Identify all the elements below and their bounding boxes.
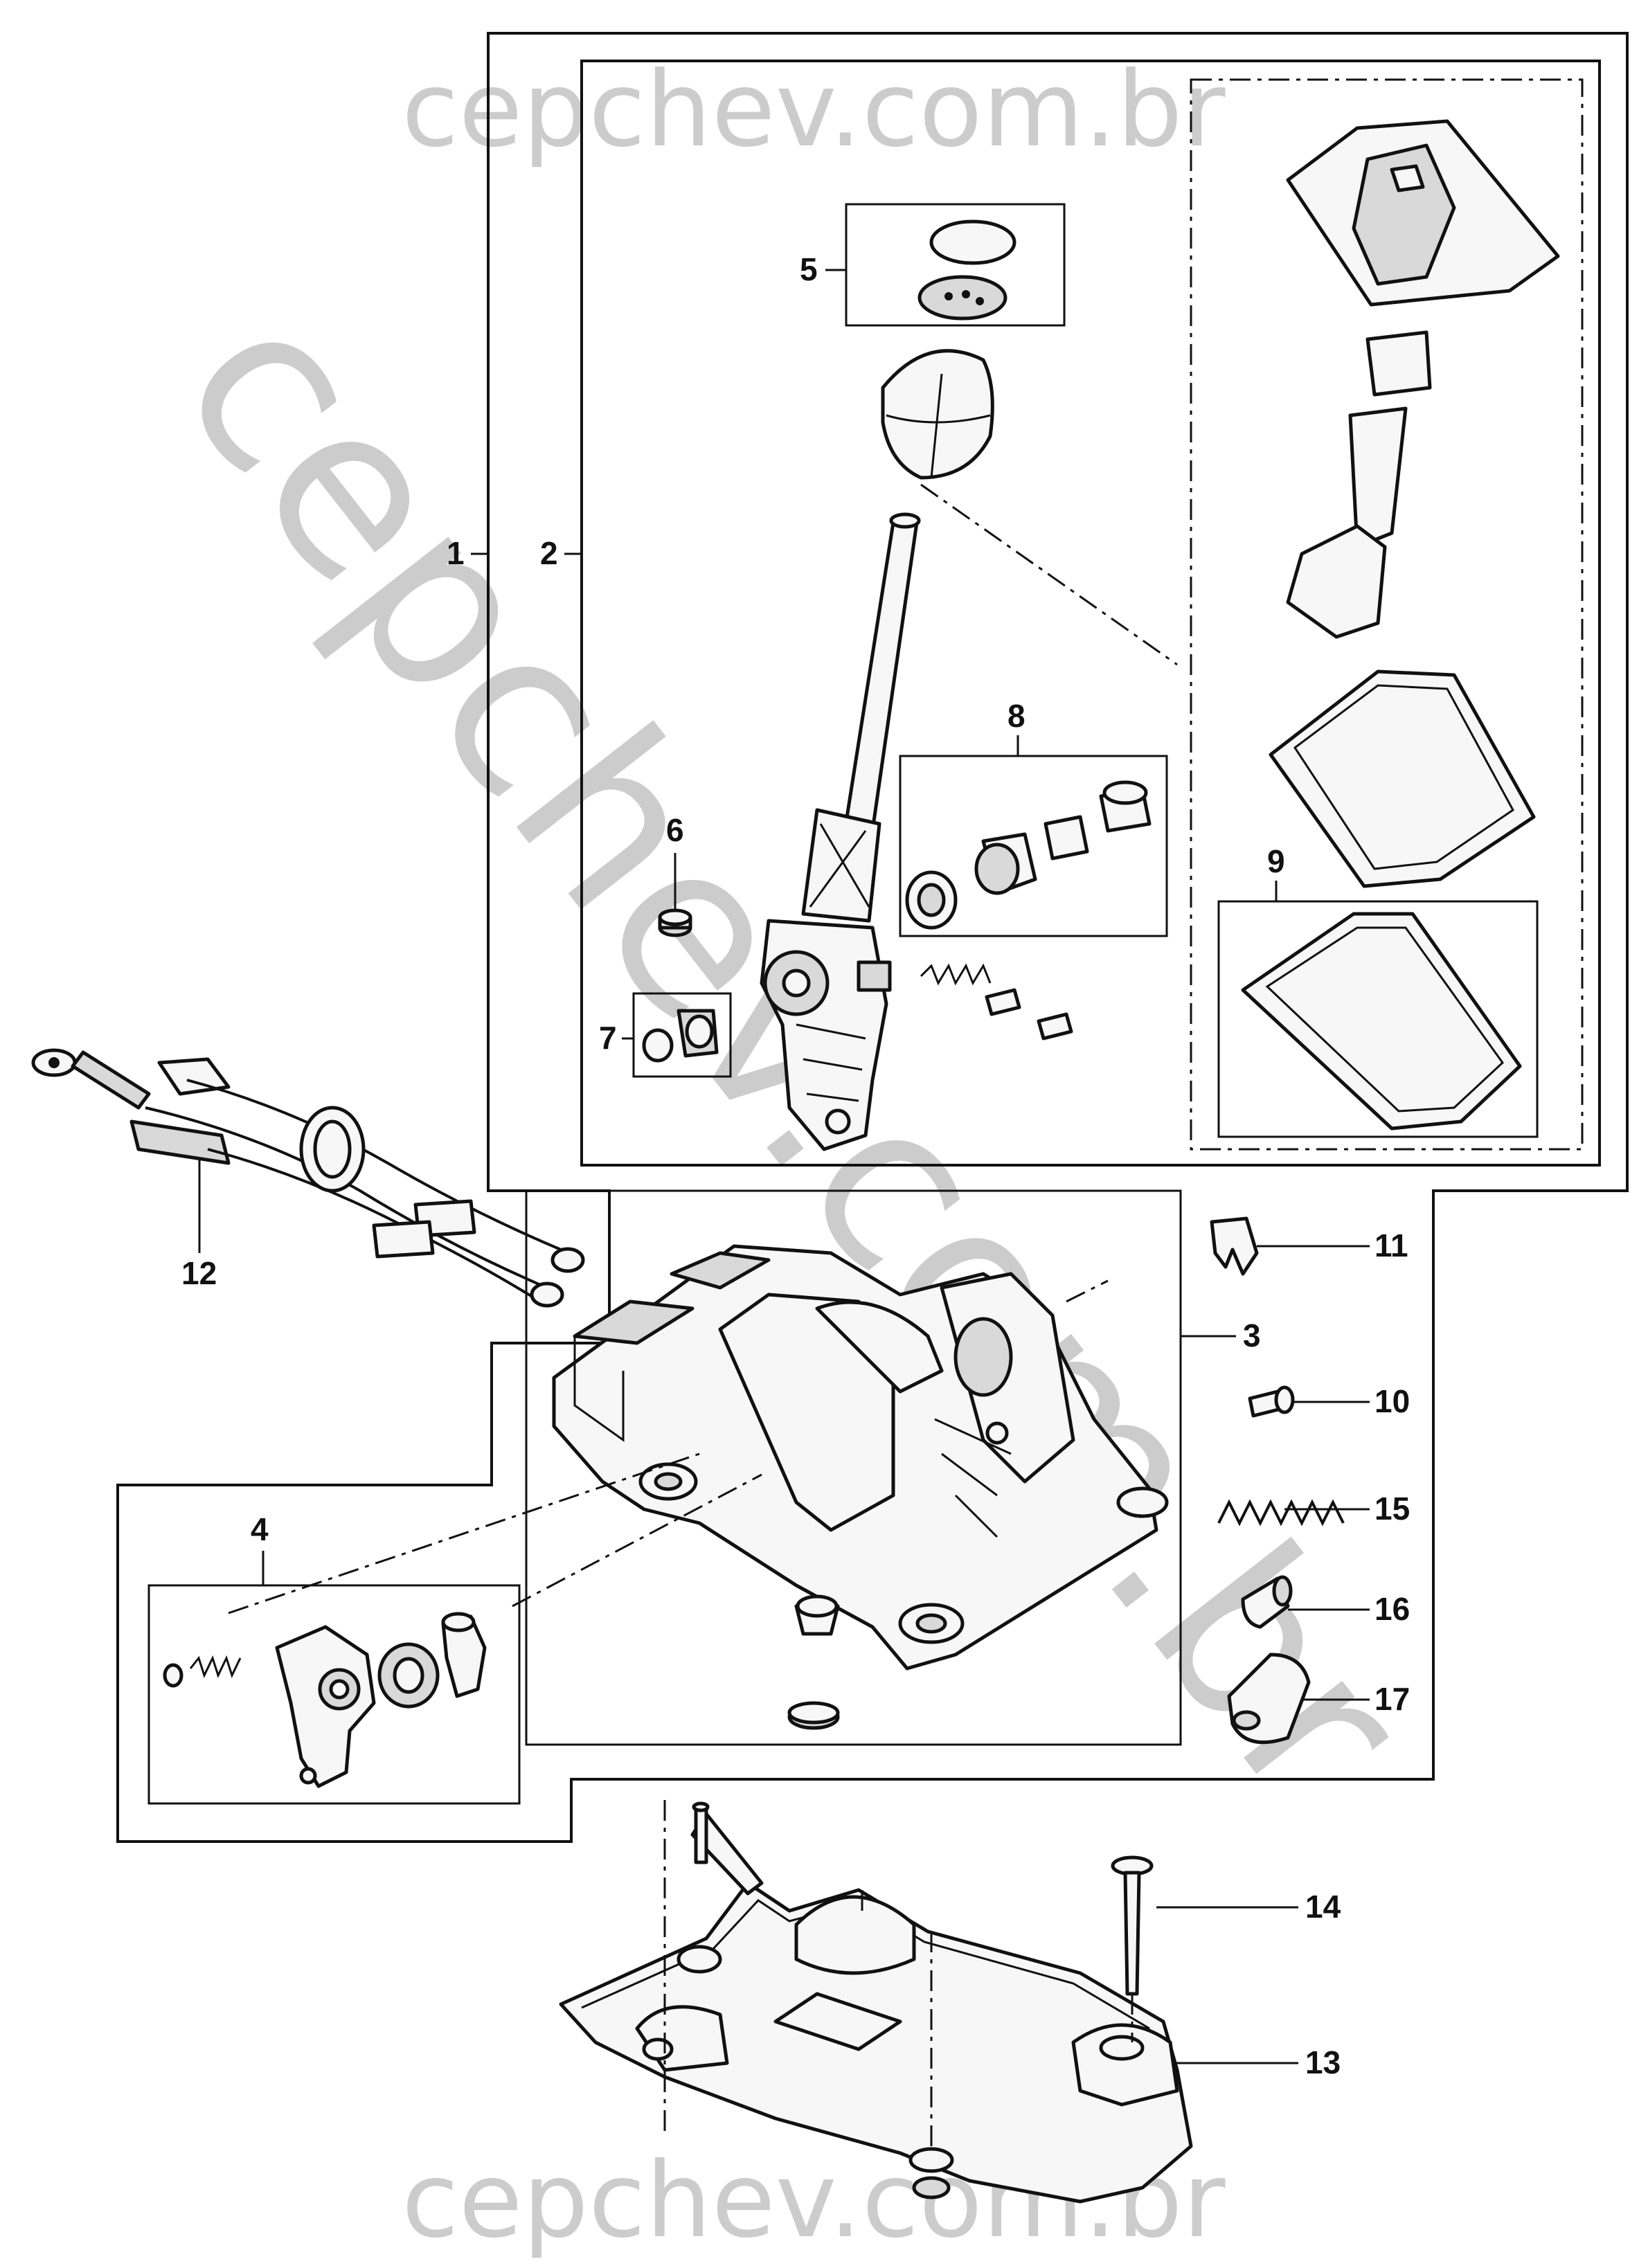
callout-11: 11: [1374, 1227, 1408, 1263]
callout-2: 2: [540, 535, 558, 571]
shift-boot: [1286, 119, 1560, 307]
watermark-top: cepchev.com.br: [402, 50, 1226, 170]
boot-frame: [1269, 669, 1536, 888]
part-11-clip: [1210, 1216, 1259, 1276]
part-5-knob-caps: [845, 203, 1066, 327]
boot-inner-sleeve: [1286, 330, 1432, 639]
callout-5: 5: [800, 251, 818, 287]
part-17-rubber-cap: [1227, 1653, 1311, 1745]
callout-15: 15: [1374, 1491, 1410, 1527]
part-6-cap: [658, 908, 692, 937]
part-4-selector-arm: [147, 1584, 521, 1805]
boot-group-boundary: [1190, 78, 1584, 1151]
shift-knob: [881, 349, 994, 480]
lever-axis-line: [920, 483, 1178, 666]
callout-8: 8: [1007, 698, 1025, 734]
callout-1: 1: [447, 535, 465, 571]
part-10-screw: [1248, 1385, 1295, 1418]
callout-7: 7: [599, 1020, 617, 1056]
part-12-shift-cables: [31, 1048, 585, 1308]
part-9-trim-frame: [1217, 900, 1539, 1138]
callout-10: 10: [1374, 1383, 1410, 1419]
callout-13: 13: [1305, 2044, 1341, 2080]
alignment-line-a: [228, 1452, 700, 1614]
part-7-bushing: [632, 992, 732, 1078]
callout-3: 3: [1243, 1317, 1261, 1353]
detent-spring-pins: [920, 963, 1073, 1041]
callout-17: 17: [1374, 1681, 1410, 1717]
callout-12: 12: [181, 1255, 217, 1291]
assembly-2-outline: [580, 60, 1601, 1167]
shift-lever: [760, 512, 921, 1151]
alignment-line-b: [512, 1473, 762, 1608]
callout-9: 9: [1267, 843, 1285, 879]
callout-labels: 1 2 3 4 5 6 7 8 9 10 11 12 13 14 15 16 1…: [181, 251, 1410, 2080]
callout-6: 6: [666, 812, 684, 848]
part-3-shifter-housing: [525, 1189, 1182, 1746]
part-15-spring: [1217, 1499, 1345, 1527]
alignment-line-c: [1066, 1279, 1109, 1303]
callout-4: 4: [251, 1511, 269, 1547]
part-14-bolt: [1111, 1855, 1154, 1996]
callout-14: 14: [1305, 1889, 1341, 1925]
assembly-1-outline: [116, 32, 1629, 1843]
part-16-plunger: [1241, 1575, 1293, 1629]
callout-16: 16: [1374, 1591, 1410, 1627]
plate-pin: [692, 1801, 710, 1864]
part-8-pivot-kit: [899, 755, 1168, 937]
